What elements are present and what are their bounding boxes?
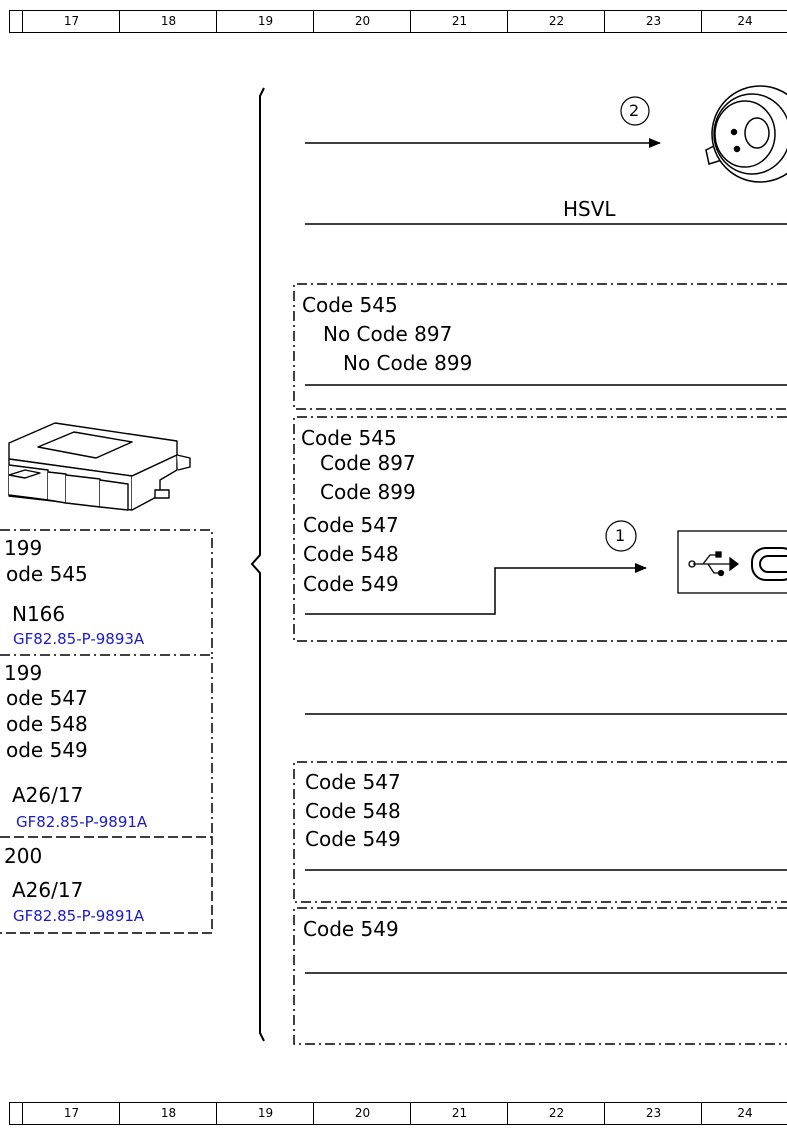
box2-line-6: Code 549 [303, 572, 399, 596]
variant-b-reference-link[interactable]: GF82.85-P-9891A [16, 813, 148, 831]
ruler-col-24: 24 [701, 10, 787, 32]
round-connector-icon [705, 85, 787, 183]
ruler-col-23: 23 [604, 10, 702, 32]
variant-c-reference-link[interactable]: GF82.85-P-9891A [13, 907, 145, 925]
box2-line-2: Code 897 [320, 451, 416, 475]
box1-line-3: No Code 899 [343, 351, 473, 375]
top-column-ruler: 17 18 19 20 21 22 23 24 [0, 10, 787, 34]
ruler-col-20: 20 [313, 10, 411, 32]
variant-a-component: N166 [12, 602, 66, 626]
ruler-col-22: 22 [507, 10, 605, 32]
option-box-2 [293, 416, 787, 642]
variant-a-line-1: 199 [4, 536, 43, 560]
ruler-col-18: 18 [119, 1102, 217, 1124]
variant-a-reference-link[interactable]: GF82.85-P-9893A [13, 630, 145, 648]
box2-line-4: Code 547 [303, 513, 399, 537]
variant-b-line-3: ode 548 [6, 712, 88, 736]
variant-a-line-2: ode 545 [6, 562, 88, 586]
callout-2-label: 2 [629, 101, 640, 120]
callout-1-circle [605, 520, 637, 552]
ruler-col-19: 19 [216, 1102, 314, 1124]
box1-line-1: Code 545 [302, 293, 398, 317]
ruler-col-23: 23 [604, 1102, 702, 1124]
usb-port-icon [677, 530, 787, 594]
grouping-brace [250, 87, 265, 1042]
ruler-col-17: 17 [22, 10, 120, 32]
variant-c-component: A26/17 [12, 878, 84, 902]
option-box-3 [293, 761, 787, 903]
ruler-col-17: 17 [22, 1102, 120, 1124]
variant-c-line-1: 200 [4, 844, 43, 868]
variant-b-line-1: 199 [4, 661, 43, 685]
ruler-col-18: 18 [119, 10, 217, 32]
bottom-column-ruler: 17 18 19 20 21 22 23 24 [0, 1102, 787, 1126]
box2-line-5: Code 548 [303, 542, 399, 566]
option-box-4 [293, 907, 787, 1045]
variant-box-a [0, 529, 213, 655]
callout-1-label: 1 [615, 526, 626, 545]
box4-line-1: Code 549 [303, 917, 399, 941]
variant-b-component: A26/17 [12, 783, 84, 807]
ruler-col-21: 21 [410, 1102, 508, 1124]
ruler-col-24: 24 [701, 1102, 787, 1124]
box3-line-2: Code 548 [305, 799, 401, 823]
hsvl-label: HSVL [563, 197, 616, 221]
variant-b-line-2: ode 547 [6, 686, 88, 710]
box3-line-1: Code 547 [305, 770, 401, 794]
box2-line-3: Code 899 [320, 480, 416, 504]
box1-line-2: No Code 897 [323, 322, 453, 346]
variant-box-c [0, 836, 213, 934]
ruler-col-19: 19 [216, 10, 314, 32]
variant-b-line-4: ode 549 [6, 738, 88, 762]
box3-line-3: Code 549 [305, 827, 401, 851]
callout-2-circle [620, 96, 650, 126]
ruler-col-22: 22 [507, 1102, 605, 1124]
signal-arrow-1 [305, 563, 647, 615]
ruler-col-20: 20 [313, 1102, 411, 1124]
control-unit-icon [8, 422, 191, 511]
ruler-col-21: 21 [410, 10, 508, 32]
option-box-1 [293, 283, 787, 410]
box2-line-1: Code 545 [301, 426, 397, 450]
